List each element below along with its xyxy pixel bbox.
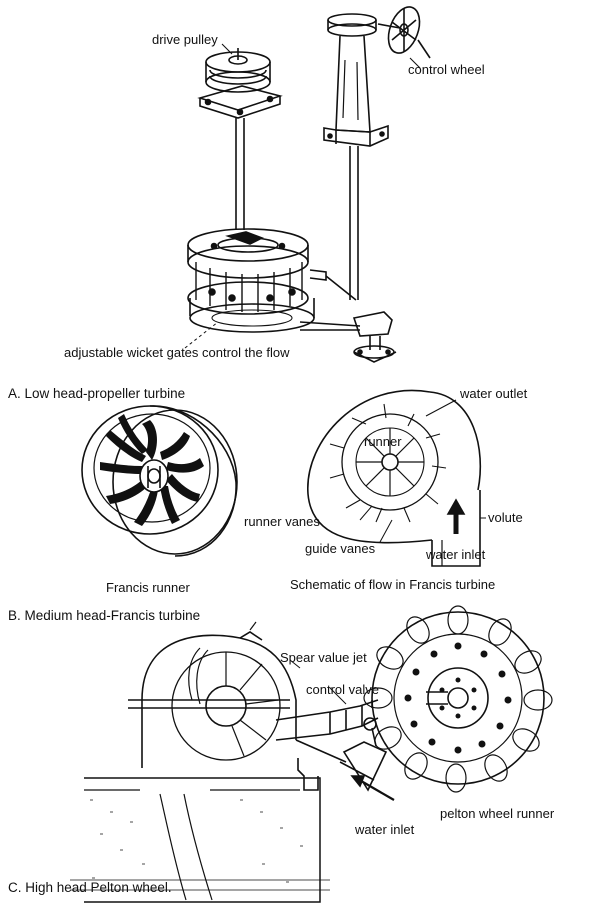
volute-label: volute [488,510,523,525]
francis-runner-caption: Francis runner [106,580,190,595]
water-inlet-label-b: water inlet [426,547,486,562]
francis-runner-drawing [81,405,238,557]
runner-vanes-label: runner vanes [244,514,320,529]
drive-pulley-drawing [197,48,283,119]
water-inlet-label-c: water inlet [355,822,415,837]
section-c-caption: C. High head Pelton wheel. [8,880,172,895]
spear-valve-jet-label: Spear value jet [280,650,367,665]
guide-vanes-label: guide vanes [305,541,376,556]
water-outlet-label: water outlet [460,386,528,401]
control-column-drawing [323,6,431,300]
pelton-runner-drawing [363,605,553,793]
runner-label: runner [364,434,402,449]
section-b-caption: B. Medium head-Francis turbine [8,608,201,623]
control-wheel-label: control wheel [408,62,485,77]
drive-pulley-label: drive pulley [152,32,218,47]
wicket-gate-housing [187,228,397,363]
propeller-turbine-drawing [184,6,431,363]
francis-schematic-caption: Schematic of flow in Francis turbine [290,577,496,592]
main-shaft [235,118,245,230]
control-valve-label: control valve [306,682,379,697]
wicket-gates-label: adjustable wicket gates control the flow [64,345,290,360]
pelton-installation-drawing [70,621,395,903]
section-a-caption: A. Low head-propeller turbine [8,386,186,401]
pelton-runner-caption: pelton wheel runner [440,806,555,821]
francis-schematic-drawing [307,389,486,567]
